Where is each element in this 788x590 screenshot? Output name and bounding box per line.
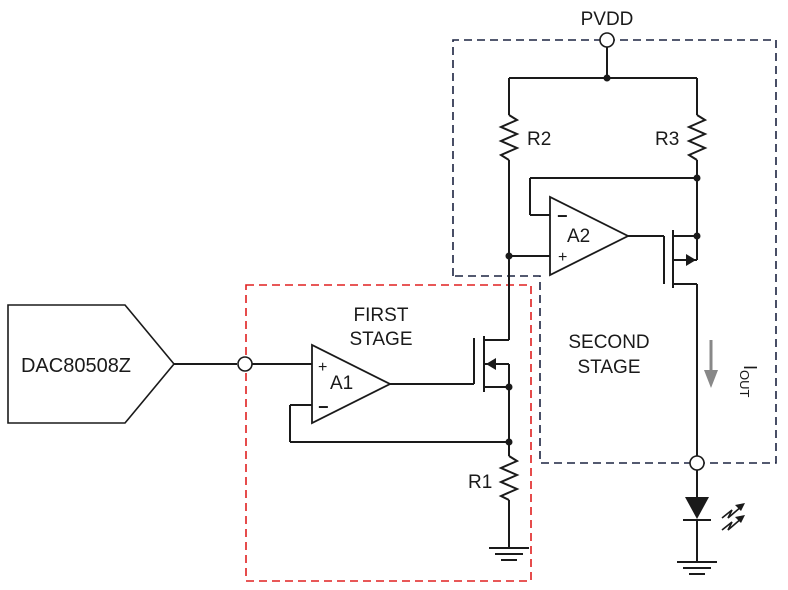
iout-label-sub: OUT bbox=[737, 370, 752, 398]
second-stage-label-line2: STAGE bbox=[578, 357, 641, 378]
first-stage-label-line1: FIRST bbox=[354, 305, 409, 326]
opamp-a1-minus: − bbox=[318, 397, 329, 417]
opamp-a1 bbox=[311, 343, 393, 425]
resistor-r3-label: R3 bbox=[655, 129, 679, 150]
mosfet-second-stage bbox=[672, 230, 697, 288]
led-icon bbox=[683, 497, 745, 531]
opamp-a2-label: A2 bbox=[567, 226, 590, 247]
resistor-r3 bbox=[686, 114, 708, 161]
dac-output-terminal bbox=[237, 356, 253, 372]
opamp-a1-label: A1 bbox=[330, 373, 353, 394]
iout-label-main: I bbox=[740, 365, 760, 370]
mosfet-first-stage bbox=[483, 336, 509, 392]
ground-icon bbox=[489, 547, 529, 561]
output-terminal bbox=[689, 455, 705, 471]
first-stage-boundary bbox=[245, 284, 532, 582]
dac-label: DAC80508Z bbox=[21, 355, 131, 377]
opamp-a2-plus: + bbox=[558, 249, 567, 266]
iout-arrow-icon bbox=[704, 340, 718, 388]
resistor-r1 bbox=[498, 455, 520, 501]
opamp-a2 bbox=[549, 195, 631, 277]
resistor-r1-label: R1 bbox=[468, 472, 492, 493]
second-stage-boundary bbox=[452, 39, 777, 464]
pvdd-terminal bbox=[599, 32, 615, 48]
ground-icon bbox=[677, 561, 717, 575]
first-stage-label-line2: STAGE bbox=[350, 329, 413, 350]
opamp-a1-plus: + bbox=[318, 359, 327, 376]
resistor-r2-label: R2 bbox=[527, 129, 551, 150]
dac-block bbox=[7, 304, 176, 424]
second-stage-label-line1: SECOND bbox=[568, 332, 649, 353]
opamp-a2-minus: − bbox=[557, 206, 568, 226]
pvdd-label: PVDD bbox=[581, 9, 634, 30]
resistor-r2 bbox=[498, 114, 520, 161]
iout-label: IOUT bbox=[737, 365, 760, 398]
